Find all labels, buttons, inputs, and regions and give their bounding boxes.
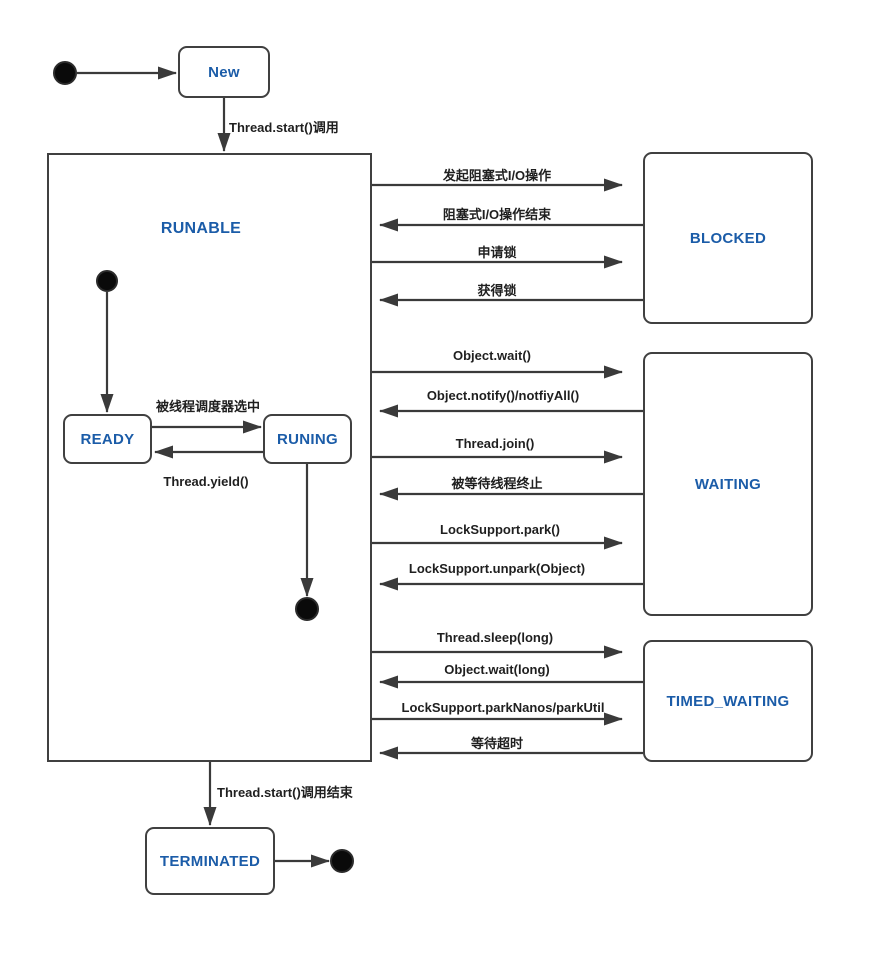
edge-label-waited-thread-end: 被等待线程终止 xyxy=(451,476,543,491)
edge-label-locksupport-park: LockSupport.park() xyxy=(440,522,560,537)
state-runable-label: RUNABLE xyxy=(160,220,242,237)
inner-final-node xyxy=(295,597,319,621)
edge-label-start-call: Thread.start()调用 xyxy=(229,120,339,135)
edge-label-object-wait-long: Object.wait(long) xyxy=(444,662,550,677)
state-new: New xyxy=(178,46,270,98)
state-blocked: BLOCKED xyxy=(643,152,813,324)
state-runable xyxy=(47,153,372,762)
edge-label-thread-join: Thread.join() xyxy=(455,436,535,451)
state-ready: READY xyxy=(63,414,152,464)
state-runing: RUNING xyxy=(263,414,352,464)
edge-label-wait-timeout: 等待超时 xyxy=(470,736,524,751)
edge-label-thread-sleep: Thread.sleep(long) xyxy=(436,630,554,645)
state-timed-waiting: TIMED_WAITING xyxy=(643,640,813,762)
initial-node xyxy=(53,61,77,85)
state-runing-label: RUNING xyxy=(277,430,338,448)
edge-label-io-start: 发起阻塞式I/O操作 xyxy=(442,168,552,183)
state-terminated: TERMINATED xyxy=(145,827,275,895)
edge-label-start-call-end: Thread.start()调用结束 xyxy=(217,785,353,800)
edge-label-io-end: 阻塞式I/O操作结束 xyxy=(442,207,552,222)
state-waiting-label: WAITING xyxy=(694,475,762,493)
edge-label-object-notify: Object.notify()/notfiyAll() xyxy=(426,388,580,403)
edge-label-scheduler-select: 被线程调度器选中 xyxy=(155,399,261,414)
state-terminated-label: TERMINATED xyxy=(159,852,261,870)
state-blocked-label: BLOCKED xyxy=(689,229,767,247)
state-new-label: New xyxy=(208,63,240,81)
state-timed-waiting-label: TIMED_WAITING xyxy=(666,692,790,710)
edge-label-yield: Thread.yield() xyxy=(163,474,249,489)
edge-label-locksupport-unpark: LockSupport.unpark(Object) xyxy=(408,561,586,576)
edge-label-object-wait: Object.wait() xyxy=(452,348,532,363)
state-ready-label: READY xyxy=(80,430,135,448)
final-node xyxy=(330,849,354,873)
edge-label-lock-request: 申请锁 xyxy=(477,245,517,260)
state-waiting: WAITING xyxy=(643,352,813,616)
edge-label-locksupport-parknanos: LockSupport.parkNanos/parkUtil xyxy=(401,700,605,715)
edge-label-lock-acquire: 获得锁 xyxy=(477,283,517,298)
